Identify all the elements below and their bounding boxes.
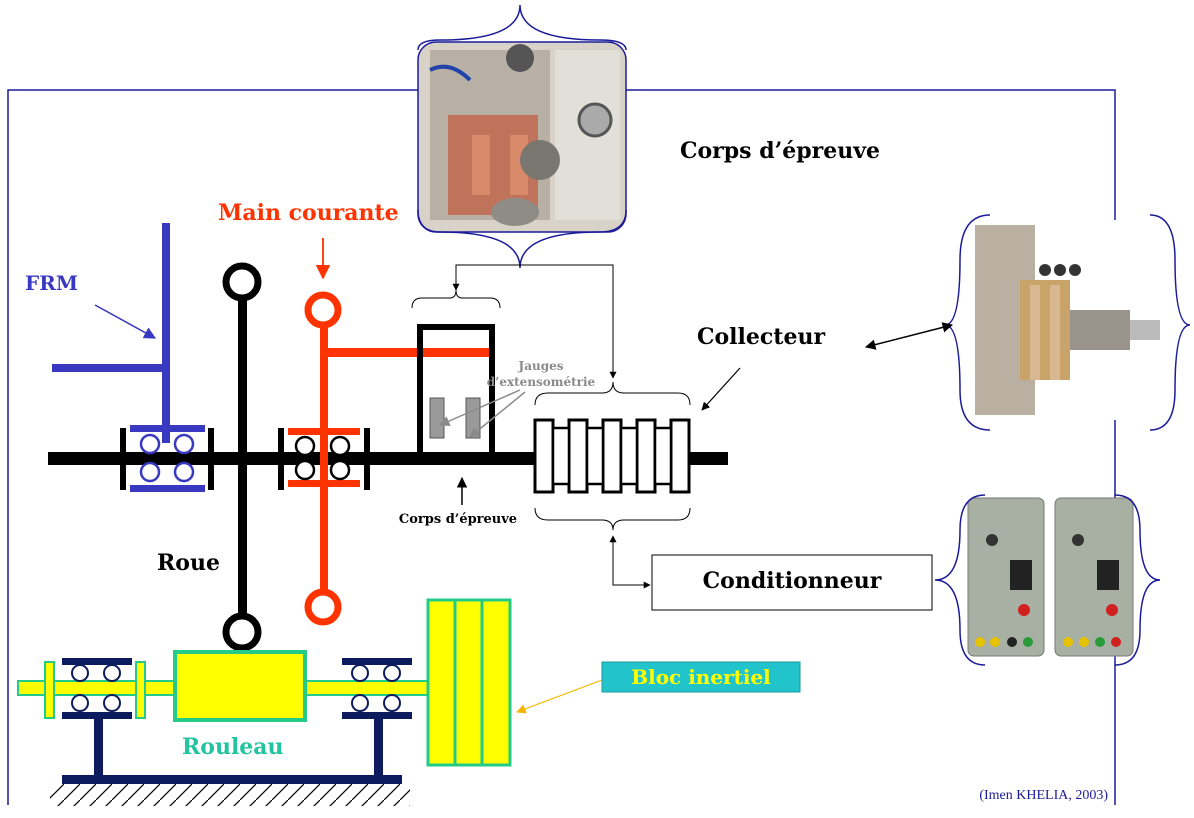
collecteur-rings <box>533 418 691 494</box>
main-courante-lever <box>278 291 490 626</box>
collecteur-photo-arrow <box>864 322 954 350</box>
photo-collecteur <box>970 220 1170 420</box>
brace-bottom-icon <box>417 209 627 269</box>
jauges-label-line1: Jauges <box>518 359 564 373</box>
bloc-inertiel-arrow <box>516 679 603 714</box>
brace-top-icon <box>417 4 627 51</box>
brace-conditionneur-left-icon <box>934 494 986 666</box>
collecteur-label-arrow <box>701 367 741 411</box>
brace-conditionneur-right-icon <box>1114 494 1161 666</box>
bloc-inertiel <box>426 598 512 767</box>
brace-corps-box-icon <box>411 289 501 309</box>
ground-hatch <box>50 784 410 806</box>
jauges-arrow-1 <box>439 389 521 427</box>
connector-corps-to-collecteur <box>452 264 617 379</box>
connector-to-conditionneur <box>609 535 651 589</box>
conditionneur-box <box>651 554 933 611</box>
roue-label: Roue <box>157 550 220 576</box>
frm-arrow <box>94 304 157 339</box>
bloc-inertiel-label: Bloc inertiel <box>631 665 771 689</box>
brace-collecteur-top-icon <box>534 381 691 406</box>
frm-frame <box>52 223 214 492</box>
corps-epreuve-box <box>417 324 495 460</box>
conditionneur-label: Conditionneur <box>703 568 882 594</box>
rouleau-assembly <box>17 650 429 784</box>
rouleau-label: Rouleau <box>182 734 284 760</box>
bloc-inertiel-label-bg <box>601 661 801 693</box>
collecteur-label: Collecteur <box>697 324 825 350</box>
corps-epreuve-title: Corps d’épreuve <box>680 138 880 164</box>
brace-collecteur-right-icon <box>1149 214 1191 431</box>
source-credit: (Imen KHELIA, 2003) <box>979 788 1108 803</box>
jauges-arrow-2 <box>469 391 526 438</box>
frm-label: FRM <box>25 271 78 295</box>
main-courante-label: Main courante <box>218 200 399 226</box>
brace-collecteur-bottom-icon <box>534 507 691 531</box>
roue-wheel <box>222 262 262 652</box>
jauges-label-line2: d’extensométrie <box>487 375 596 389</box>
corps-epreuve-small-label: Corps d’épreuve <box>399 512 517 527</box>
photo-conditionneur <box>967 497 1134 657</box>
photo-corps-epreuve <box>417 41 627 233</box>
